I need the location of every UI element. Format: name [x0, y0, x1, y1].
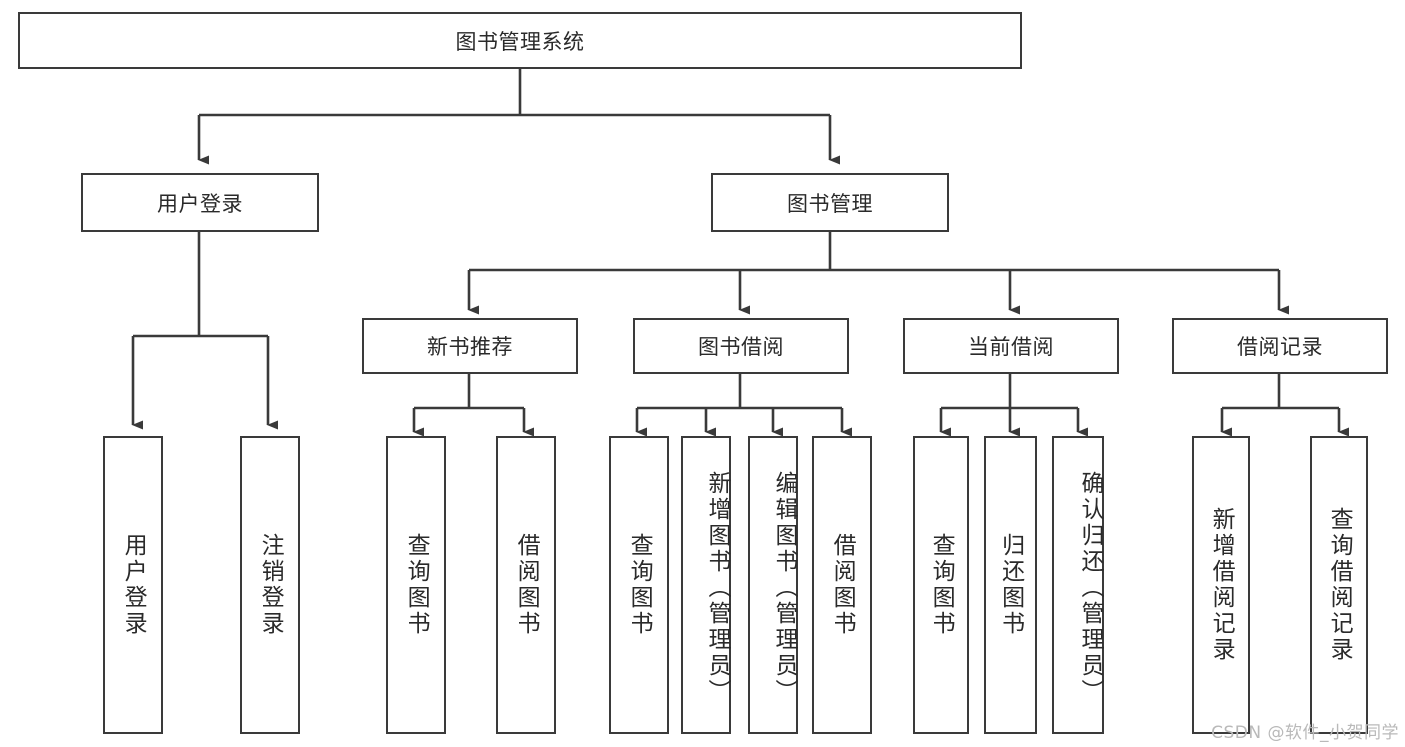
leaf-add-book-label: 新增图书（管理员） [704, 471, 730, 705]
leaf-borrow-book-1-label: 借阅图书 [513, 533, 540, 637]
leaf-query-book-1-label: 查询图书 [403, 533, 430, 637]
leaf-query-book-3-label: 查询图书 [928, 533, 955, 637]
leaf-query-book-2[interactable]: 查询图书 [609, 436, 669, 734]
leaf-add-record-label: 新增借阅记录 [1208, 507, 1235, 663]
node-root-label: 图书管理系统 [455, 29, 585, 54]
leaf-logout-label: 注销登录 [257, 533, 284, 637]
leaf-confirm-return[interactable]: 确认归还（管理员） [1052, 436, 1104, 734]
node-borrow-record-label: 借阅记录 [1237, 335, 1323, 359]
leaf-user-login-label: 用户登录 [120, 533, 147, 637]
node-new-book-rec-label: 新书推荐 [427, 335, 513, 359]
node-book-borrow[interactable]: 图书借阅 [633, 318, 849, 374]
node-user-login-label: 用户登录 [157, 191, 243, 216]
node-user-login[interactable]: 用户登录 [81, 173, 319, 232]
leaf-user-login[interactable]: 用户登录 [103, 436, 163, 734]
leaf-return-book-label: 归还图书 [997, 533, 1024, 637]
leaf-edit-book[interactable]: 编辑图书（管理员） [748, 436, 798, 734]
leaf-confirm-return-label: 确认归还（管理员） [1077, 471, 1103, 705]
leaf-query-book-3[interactable]: 查询图书 [913, 436, 969, 734]
leaf-logout[interactable]: 注销登录 [240, 436, 300, 734]
node-borrow-record[interactable]: 借阅记录 [1172, 318, 1388, 374]
leaf-query-book-1[interactable]: 查询图书 [386, 436, 446, 734]
leaf-borrow-book-2-label: 借阅图书 [829, 533, 856, 637]
leaf-return-book[interactable]: 归还图书 [984, 436, 1037, 734]
node-book-borrow-label: 图书借阅 [698, 335, 784, 359]
csdn-watermark: CSDN @软件_小贺同学 [1211, 723, 1399, 743]
node-book-manage[interactable]: 图书管理 [711, 173, 949, 232]
leaf-query-book-2-label: 查询图书 [626, 533, 653, 637]
leaf-borrow-book-2[interactable]: 借阅图书 [812, 436, 872, 734]
leaf-borrow-book-1[interactable]: 借阅图书 [496, 436, 556, 734]
node-current-borrow[interactable]: 当前借阅 [903, 318, 1119, 374]
node-current-borrow-label: 当前借阅 [968, 335, 1054, 359]
leaf-query-record[interactable]: 查询借阅记录 [1310, 436, 1368, 734]
leaf-query-record-label: 查询借阅记录 [1326, 507, 1353, 663]
node-root[interactable]: 图书管理系统 [18, 12, 1022, 69]
node-book-manage-label: 图书管理 [787, 191, 873, 216]
leaf-add-book[interactable]: 新增图书（管理员） [681, 436, 731, 734]
leaf-add-record[interactable]: 新增借阅记录 [1192, 436, 1250, 734]
node-new-book-rec[interactable]: 新书推荐 [362, 318, 578, 374]
leaf-edit-book-label: 编辑图书（管理员） [771, 471, 797, 705]
